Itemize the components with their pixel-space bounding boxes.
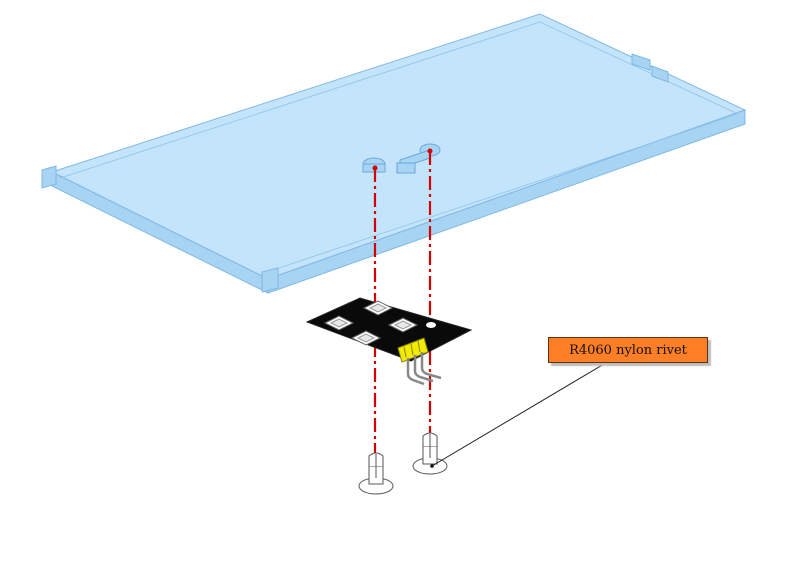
callout-leader-line xyxy=(431,363,605,467)
acrylic-panel xyxy=(41,13,747,294)
panel-inner-edge xyxy=(59,21,740,272)
push-button-3 xyxy=(350,330,382,346)
centerline-right xyxy=(427,148,433,438)
axis-point-right xyxy=(427,148,433,154)
header-pins xyxy=(406,352,442,386)
button-module xyxy=(305,297,473,386)
axis-point-left xyxy=(372,165,378,171)
module-pcb xyxy=(305,297,473,362)
panel-tab-left xyxy=(41,165,57,189)
nylon-rivet-left xyxy=(358,452,394,495)
push-button-4 xyxy=(387,317,419,333)
panel-tab-front xyxy=(261,267,279,293)
pin-header xyxy=(397,337,429,363)
callout-text: R4060 nylon rivet xyxy=(569,342,687,358)
callout-label-box: R4060 nylon rivet xyxy=(548,337,708,363)
mounting-hole xyxy=(426,322,436,328)
centerline-left xyxy=(372,165,378,462)
push-button-1 xyxy=(323,315,355,331)
push-button-2 xyxy=(362,300,394,316)
nylon-rivet-right xyxy=(412,432,448,475)
panel-tab-right-2 xyxy=(651,65,669,83)
panel-tab-right-1 xyxy=(631,53,651,71)
